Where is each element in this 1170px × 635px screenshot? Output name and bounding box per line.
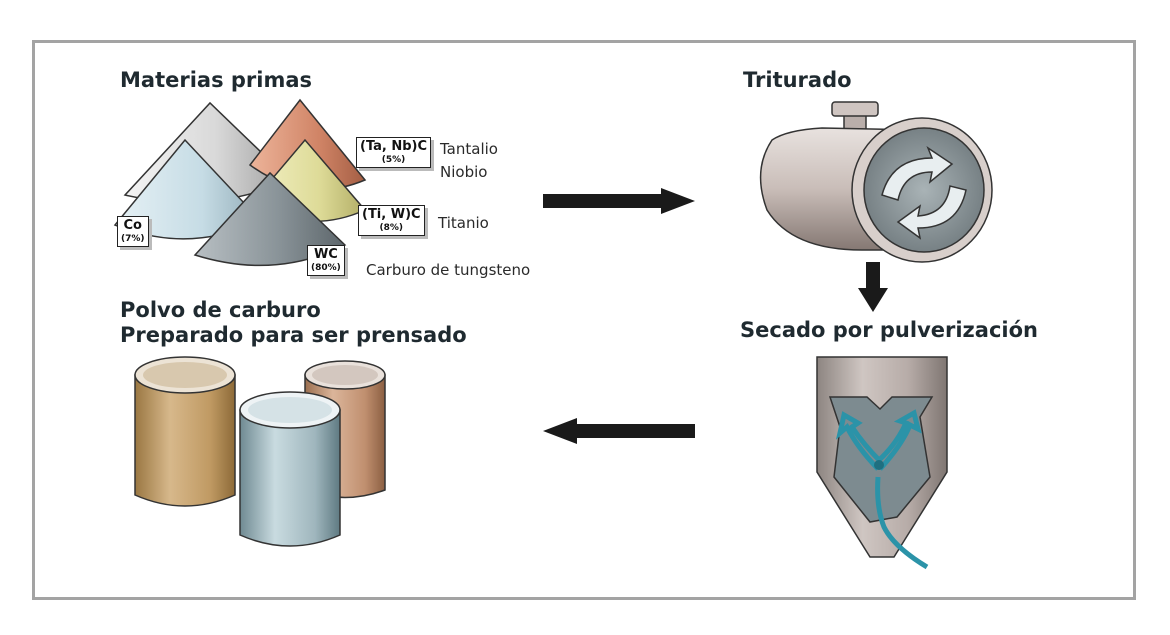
tantalum-label: Tantalio <box>440 140 498 158</box>
arrow-down <box>858 262 888 312</box>
niobium-label: Niobio <box>440 163 488 181</box>
formula: (Ti, W)C <box>362 207 421 222</box>
tag-cobalt: Co (7%) <box>117 216 149 248</box>
tungsten-carbide-label: Carburo de tungsteno <box>366 261 531 279</box>
percent: (5%) <box>381 154 406 165</box>
diagram-frame <box>32 40 1136 600</box>
rotation-arrow-bottom-icon <box>896 185 967 240</box>
arrow-right <box>543 188 695 214</box>
spray-drying-title: Secado por pulverización <box>740 318 1038 342</box>
crushing-title: Triturado <box>743 68 852 92</box>
drum-gold <box>134 356 236 507</box>
raw-materials-title: Materias primas <box>120 68 313 92</box>
powder-title-line1: Polvo de carburo <box>120 298 321 322</box>
titanium-label: Titanio <box>438 214 489 232</box>
formula: WC <box>313 247 338 262</box>
rotation-arrow-top-icon <box>881 146 954 201</box>
spray-right-arrow-icon <box>876 409 922 471</box>
tag-titanium: (Ti, W)C (8%) <box>358 205 425 237</box>
spray-left-arrow-icon <box>835 411 882 471</box>
spray-nozzle-line <box>875 476 929 570</box>
formula: (Ta, Nb)C <box>360 139 428 154</box>
powder-title-line2: Preparado para ser prensado <box>120 323 467 347</box>
percent: (80%) <box>311 262 341 273</box>
tag-tantalum-niobium: (Ta, Nb)C (5%) <box>356 137 432 169</box>
spray-dryer-illustration <box>816 356 948 570</box>
drum-steel <box>239 391 341 547</box>
tungsten-carbide-cone <box>193 171 347 267</box>
arrow-left <box>543 418 695 444</box>
mill-interior <box>863 127 985 253</box>
ball-mill-illustration <box>759 101 993 263</box>
percent: (8%) <box>379 222 404 233</box>
formula: Co <box>123 218 142 233</box>
tag-tungsten-carbide: WC (80%) <box>307 245 345 277</box>
carbide-powder-drums <box>134 356 386 547</box>
percent: (7%) <box>121 233 145 244</box>
raw-material-cones <box>113 98 367 267</box>
mill-cap <box>831 101 879 117</box>
spray-nozzle <box>874 460 884 470</box>
